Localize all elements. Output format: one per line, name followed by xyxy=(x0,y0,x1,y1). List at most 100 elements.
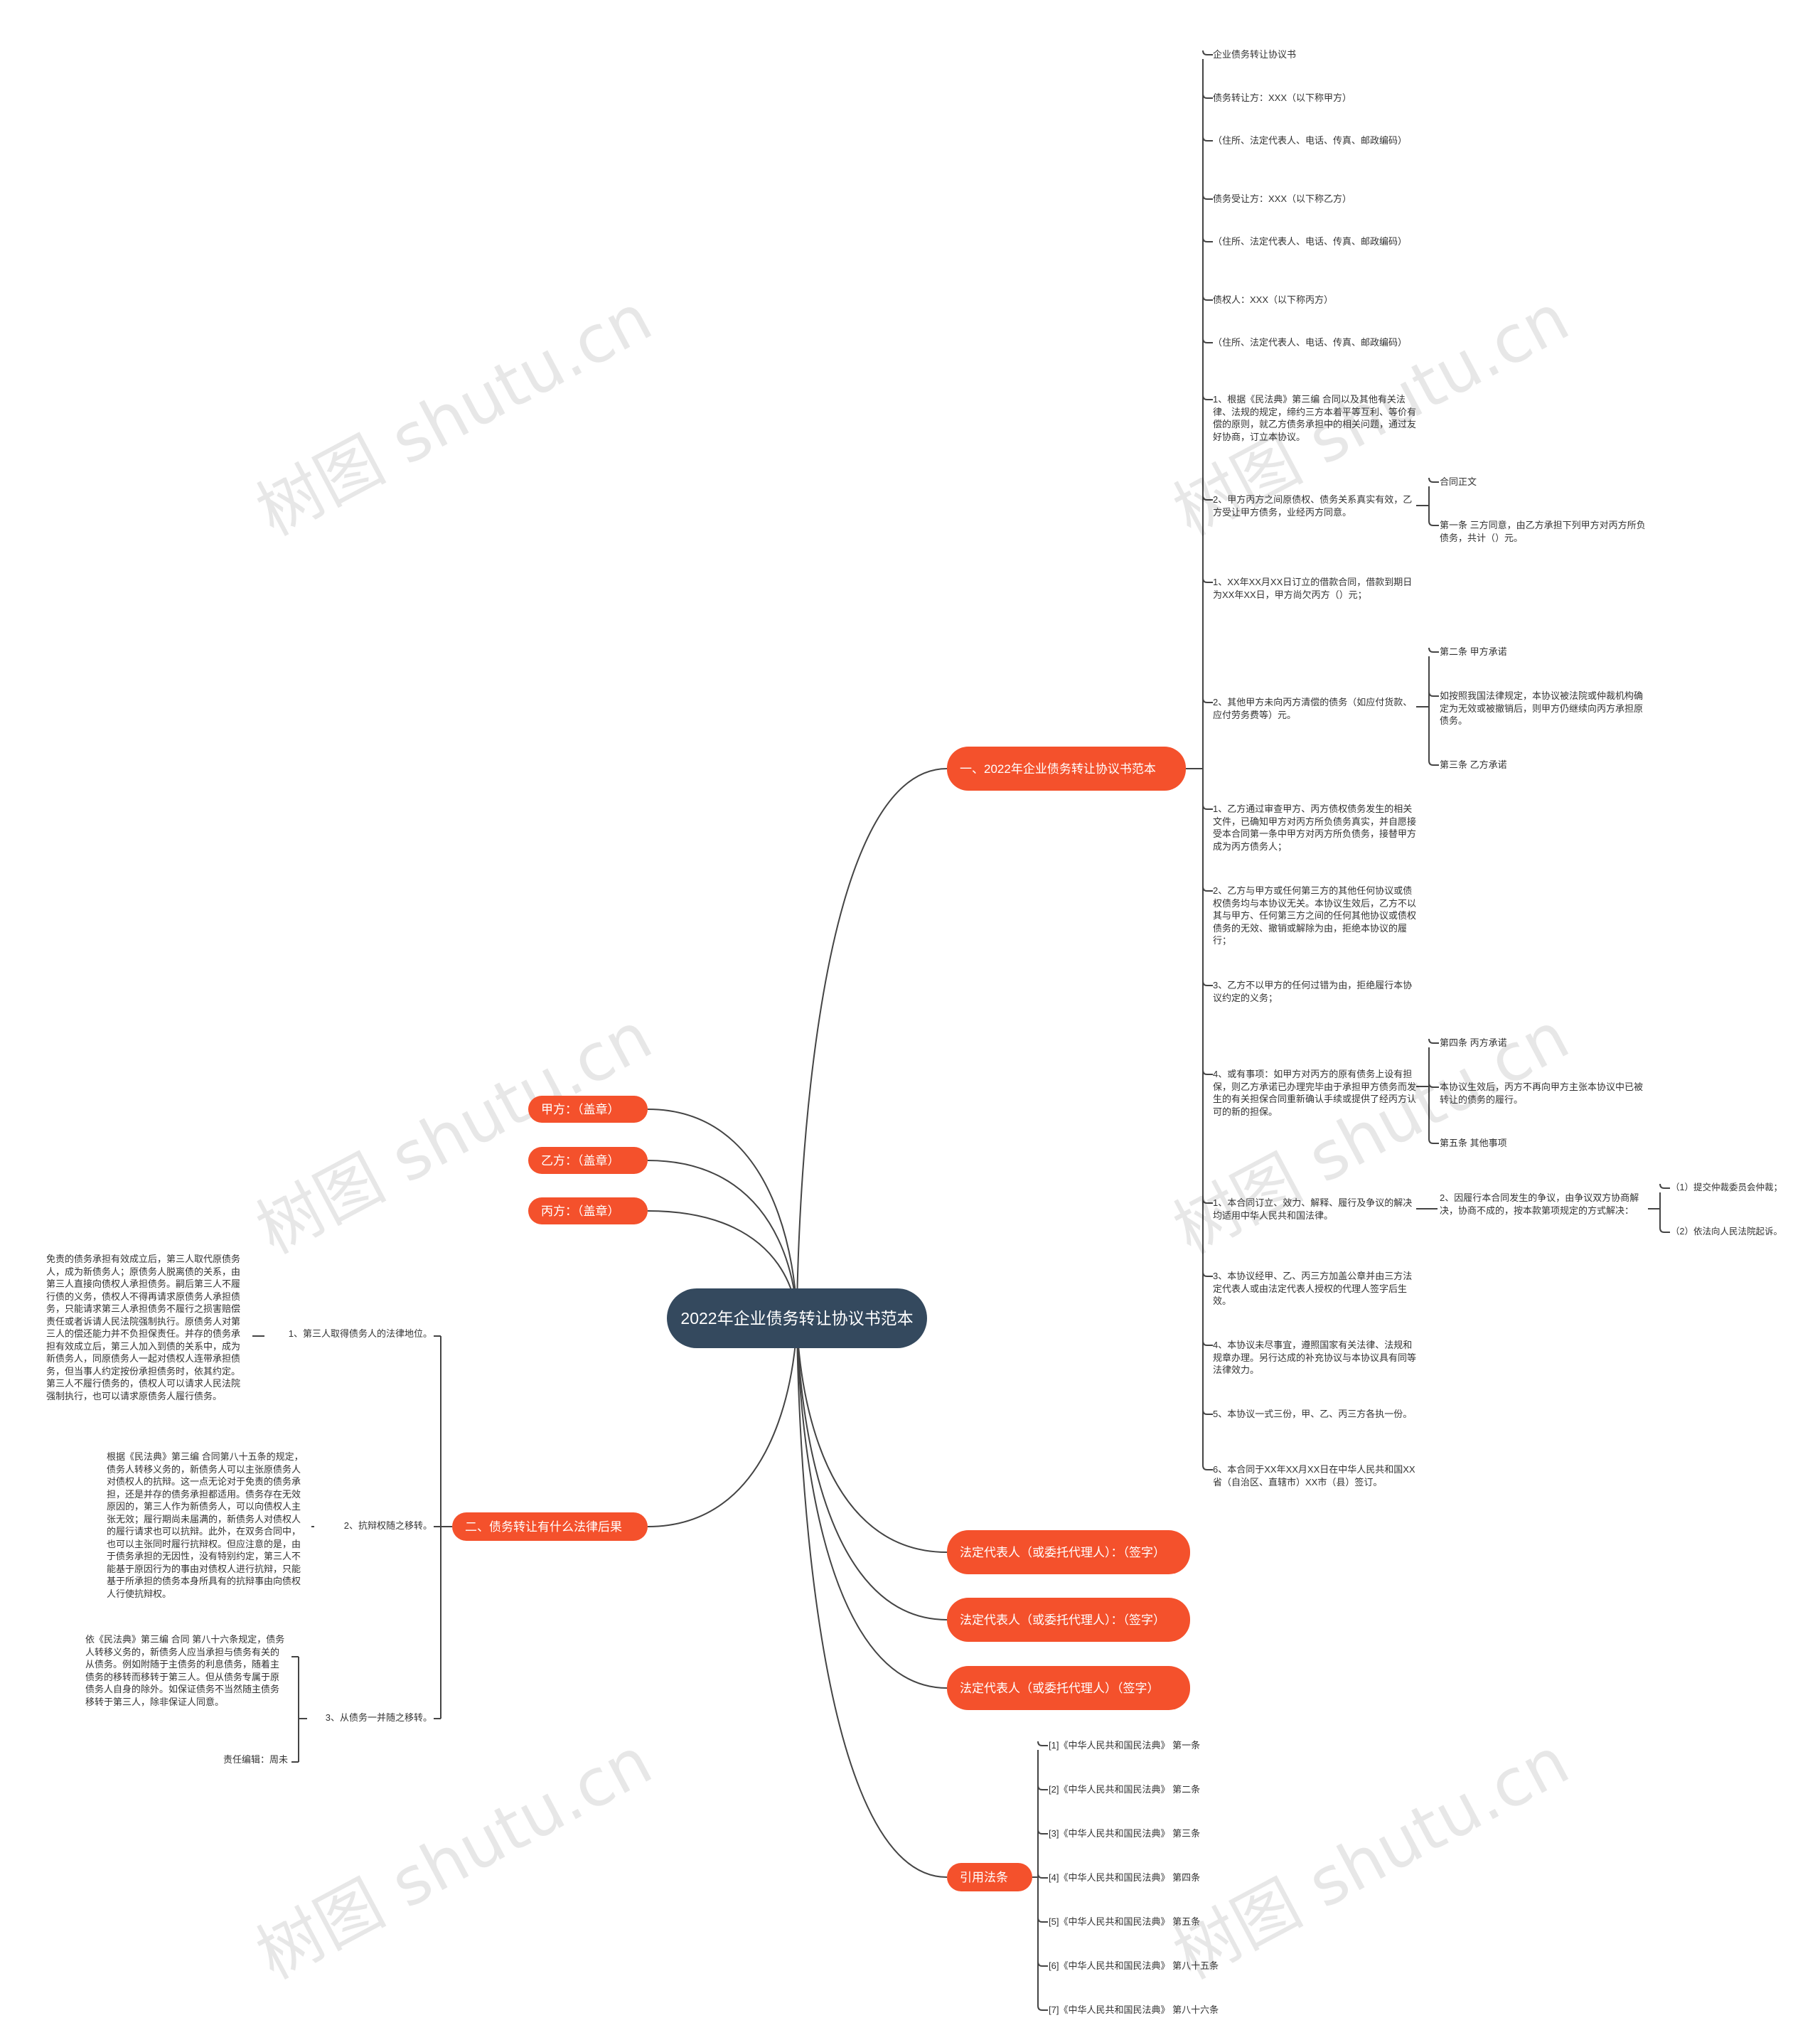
branch-party-b-seal[interactable]: 乙方：（盖章） xyxy=(528,1147,648,1174)
list-item: 合同正文 xyxy=(1440,476,1477,487)
list-item: 第二条 甲方承诺 xyxy=(1440,646,1507,657)
list-item: （住所、法定代表人、电话、传真、邮政编码） xyxy=(1213,135,1408,146)
list-item: （2）依法向人民法院起诉。 xyxy=(1671,1227,1782,1237)
list-item: 3、乙方不以甲方的任何过错为由，拒绝履行本协议约定的义务； xyxy=(1213,980,1413,1003)
list-item: 第一条 三方同意，由乙方承担下列甲方对丙方所负债务，共计（）元。 xyxy=(1440,520,1646,543)
list-item: [6]《中华人民共和国民法典》 第八十五条 xyxy=(1049,1960,1219,1971)
list-item: 3、从债务一并随之移转。 xyxy=(325,1712,432,1723)
list-item: 企业债务转让协议书 xyxy=(1213,49,1297,60)
connector xyxy=(1202,1340,1213,1346)
list-item: 2、甲方丙方之间原债权、债务关系真实有效，乙方受让甲方债务，业经丙方同意。 xyxy=(1213,494,1413,518)
list-item: 债权人：XXX（以下称丙方） xyxy=(1213,294,1334,305)
list-item: 6、本合同于XX年XX月XX日在中华人民共和国XX省（自治区、直辖市）XX市（县… xyxy=(1213,1464,1415,1488)
list-item: 本协议生效后，丙方不再向甲方主张本协议中已被转让的债务的履行。 xyxy=(1440,1082,1644,1105)
branch-legal-rep-1[interactable]: 法定代表人（或委托代理人）：（签字） xyxy=(947,1530,1190,1574)
connector xyxy=(1659,1183,1670,1189)
list-item: [1]《中华人民共和国民法典》 第一条 xyxy=(1049,1740,1201,1751)
connector xyxy=(1202,136,1213,141)
list-item: （1）提交仲裁委员会仲裁； xyxy=(1671,1182,1782,1192)
connector xyxy=(796,1318,948,1553)
list-item: 4、本协议未尽事宜，遵照国家有关法律、法规和规章办理。另行达成的补充协议与本协议… xyxy=(1213,1340,1417,1375)
branch-party-a-seal[interactable]: 甲方：（盖章） xyxy=(528,1096,648,1123)
list-item: [5]《中华人民共和国民法典》 第五条 xyxy=(1049,1916,1201,1927)
branch-legal-rep-3[interactable]: 法定代表人（或委托代理人）（签字） xyxy=(947,1666,1190,1710)
root-topic[interactable]: 2022年企业债务转让协议书范本 xyxy=(667,1288,927,1348)
connector xyxy=(1428,691,1439,697)
list-item: 1、本合同订立、效力、解释、履行及争议的解决均适用中华人民共和国法律。 xyxy=(1213,1197,1413,1221)
connector xyxy=(796,1318,948,1878)
connector xyxy=(1202,1409,1213,1415)
list-item: 第三条 乙方承诺 xyxy=(1440,759,1507,770)
branch-party-c-seal[interactable]: 丙方：（盖章） xyxy=(528,1197,648,1224)
connector xyxy=(796,1318,948,1620)
connector xyxy=(1037,1873,1048,1879)
list-item: 第五条 其他事项 xyxy=(1440,1138,1507,1148)
connector xyxy=(1037,1961,1048,1967)
list-item: 依《民法典》第三编 合同 第八十六条规定，债务人转移义务的，新债务人应当承担与债… xyxy=(85,1634,285,1707)
connector xyxy=(1428,1138,1439,1144)
branch-agreement-template[interactable]: 一、2022年企业债务转让协议书范本 xyxy=(947,747,1186,791)
connector xyxy=(1202,50,1213,55)
list-item: [3]《中华人民共和国民法典》 第三条 xyxy=(1049,1828,1201,1839)
connector xyxy=(796,1318,948,1689)
connector xyxy=(1202,93,1213,99)
list-item: 1、根据《民法典》第三编 合同以及其他有关法律、法规的规定，缔约三方本着平等互利… xyxy=(1213,394,1417,442)
connector xyxy=(1202,577,1213,583)
list-item: 如按照我国法律规定，本协议被法院或仲裁机构确定为无效或被撤销后，则甲方仍继续向丙… xyxy=(1440,690,1644,726)
connector xyxy=(1202,295,1213,301)
list-item: 2、乙方与甲方或任何第三方的其他任何协议或债权债务均与本协议无关。本协议生效后，… xyxy=(1213,885,1417,946)
connector xyxy=(1202,1069,1213,1075)
list-item: [7]《中华人民共和国民法典》 第八十六条 xyxy=(1049,2004,1219,2015)
connector xyxy=(1202,886,1213,892)
list-item: 债务受让方：XXX（以下称乙方） xyxy=(1213,193,1352,204)
connector xyxy=(647,1318,798,1527)
connector xyxy=(1202,1271,1213,1277)
connector xyxy=(1428,1038,1439,1044)
connector xyxy=(1037,1829,1048,1835)
list-item: 责任编辑：周未 xyxy=(223,1754,288,1765)
list-item: （住所、法定代表人、电话、传真、邮政编码） xyxy=(1213,236,1408,247)
list-item: [2]《中华人民共和国民法典》 第二条 xyxy=(1049,1784,1201,1795)
branch-legal-rep-2[interactable]: 法定代表人（或委托代理人）：（签字） xyxy=(947,1598,1190,1642)
connector xyxy=(1202,804,1213,810)
connector xyxy=(1202,338,1213,343)
connector xyxy=(1037,1741,1048,1746)
list-item: 第四条 丙方承诺 xyxy=(1440,1037,1507,1048)
branch-legal-consequences[interactable]: 二、债务转让有什么法律后果 xyxy=(452,1512,648,1541)
connector xyxy=(1428,647,1439,653)
connector xyxy=(1202,395,1213,400)
list-item: 5、本协议一式三份，甲、乙、丙三方各执一份。 xyxy=(1213,1409,1413,1419)
list-item: 债务转让方：XXX（以下称甲方） xyxy=(1213,92,1352,103)
connector xyxy=(1428,1082,1439,1088)
connector xyxy=(1428,477,1439,483)
connector xyxy=(796,768,948,1319)
list-item: 1、乙方通过审查甲方、丙方债权债务发生的相关文件，已确知甲方对丙方所负债务真实，… xyxy=(1213,803,1417,852)
connector xyxy=(1428,760,1439,766)
connector xyxy=(1037,2005,1048,2011)
list-item: 2、其他甲方未向丙方清偿的债务（如应付货款、应付劳务费等）元。 xyxy=(1213,697,1413,720)
list-item: 根据《民法典》第三编 合同第八十五条的规定，债务人转移义务的，新债务人可以主张原… xyxy=(107,1451,304,1599)
list-item: 4、或有事项：如甲方对丙方的原有债务上设有担保，则乙方承诺已办理完毕由于承担甲方… xyxy=(1213,1069,1417,1117)
connector xyxy=(1202,237,1213,242)
list-item: 1、XX年XX月XX日订立的借款合同，借款到期日为XX年XX日，甲方尚欠丙方（）… xyxy=(1213,577,1413,600)
branch-cited-laws[interactable]: 引用法条 xyxy=(947,1863,1032,1891)
connector xyxy=(1202,1198,1213,1204)
connector xyxy=(1659,1227,1670,1233)
connector xyxy=(1037,1917,1048,1923)
list-item: 1、第三人取得债务人的法律地位。 xyxy=(288,1328,432,1339)
connector xyxy=(1037,1785,1048,1790)
connector xyxy=(1202,981,1213,986)
connector xyxy=(1428,520,1439,526)
connector xyxy=(647,1109,798,1319)
connector xyxy=(1202,698,1213,703)
list-item: 免责的债务承担有效成立后，第三人取代原债务人，成为新债务人；原债务人脱离债的关系… xyxy=(46,1254,241,1401)
list-item: （住所、法定代表人、电话、传真、邮政编码） xyxy=(1213,337,1408,348)
connector xyxy=(1202,495,1213,501)
list-item: [4]《中华人民共和国民法典》 第四条 xyxy=(1049,1872,1201,1883)
list-item: 2、抗辩权随之移转。 xyxy=(343,1520,432,1531)
list-item: 3、本协议经甲、乙、丙三方加盖公章并由三方法定代表人或由法定代表人授权的代理人签… xyxy=(1213,1271,1413,1306)
connector xyxy=(1202,194,1213,200)
connector xyxy=(1202,1465,1213,1470)
list-item: 2、因履行本合同发生的争议，由争议双方协商解决，协商不成的，按本款第项规定的方式… xyxy=(1440,1192,1639,1216)
